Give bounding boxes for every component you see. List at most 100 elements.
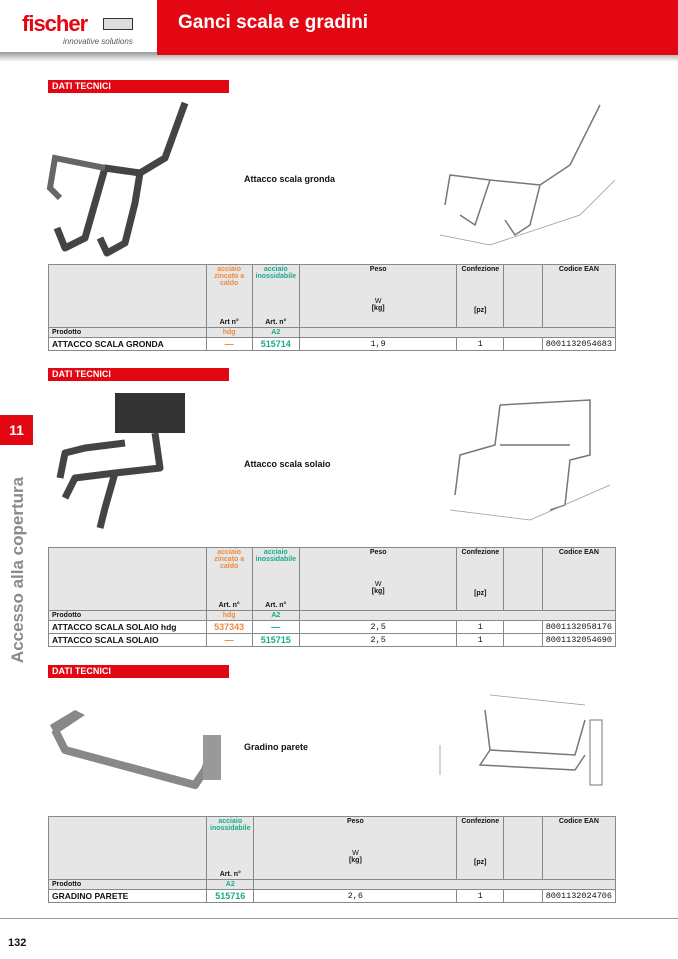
technical-drawing xyxy=(439,104,616,246)
chapter-number: 11 xyxy=(0,415,33,445)
blank-cell xyxy=(503,633,543,647)
peso-value: 2,5 xyxy=(299,620,458,634)
confezione-value: 1 xyxy=(456,337,505,351)
confezione-unit: [pz] xyxy=(474,859,487,866)
material-name: acciaio zincato a caldo xyxy=(214,549,245,570)
technical-drawing xyxy=(439,694,603,786)
peso-symbol: W xyxy=(374,581,382,588)
product-name: ATTACCO SCALA GRONDA xyxy=(48,337,207,351)
confezione-header: Confezione [pz] xyxy=(456,547,505,611)
prodotto-row-filler xyxy=(253,879,616,890)
product-name: GRADINO PARETE xyxy=(47,889,208,903)
product-image-attacco-gronda xyxy=(46,101,189,257)
blank-column xyxy=(503,264,543,328)
material-name: acciaio zincato a caldo xyxy=(214,266,245,287)
peso-label: Peso xyxy=(369,549,387,556)
ean-value: 8001132058176 xyxy=(541,620,617,634)
fish-logo-icon xyxy=(103,18,133,30)
blank-cell xyxy=(503,889,543,903)
brand-logo: fischer xyxy=(22,11,88,36)
peso-unit: [kg] xyxy=(348,857,362,864)
ean-label: Codice EAN xyxy=(558,266,599,273)
confezione-unit: [pz] xyxy=(474,307,487,314)
ean-header: Codice EAN xyxy=(541,816,617,880)
article-number: — xyxy=(251,620,301,634)
product-caption: Attacco scala solaio xyxy=(244,459,331,469)
peso-value: 1,9 xyxy=(298,337,458,351)
article-number: 537343 xyxy=(205,620,253,634)
confezione-unit: [pz] xyxy=(474,590,487,597)
ean-value: 8001132054690 xyxy=(541,633,617,647)
header-blank xyxy=(48,264,207,328)
section-label: DATI TECNICI xyxy=(48,665,229,678)
peso-symbol: W xyxy=(374,298,382,305)
ean-label: Codice EAN xyxy=(558,818,599,825)
article-number: 515714 xyxy=(251,337,300,351)
peso-label: Peso xyxy=(347,818,364,825)
material-name: acciaio inossidabile xyxy=(210,818,251,832)
header-shadow xyxy=(0,52,678,62)
confezione-header: Confezione [pz] xyxy=(456,264,505,328)
technical-drawing xyxy=(449,399,611,521)
material-name: acciaio inossidabile xyxy=(255,266,296,280)
product-name: ATTACCO SCALA SOLAIO hdg xyxy=(48,620,207,634)
peso-symbol: W xyxy=(352,850,359,857)
article-number: 515715 xyxy=(251,633,301,647)
confezione-label: Confezione xyxy=(461,549,500,556)
article-number: 515716 xyxy=(206,889,255,903)
material-name: acciaio inossidabile xyxy=(255,549,297,563)
prodotto-label: Prodotto xyxy=(48,327,207,338)
confezione-value: 1 xyxy=(456,889,505,903)
art-number-label: Art. n° xyxy=(219,871,241,878)
header-blank xyxy=(48,547,207,611)
ean-header: Codice EAN xyxy=(541,264,617,328)
chapter-title: Accesso alla copertura xyxy=(8,476,27,664)
art-number-label: Art n° xyxy=(219,319,239,326)
peso-value: 2,5 xyxy=(299,633,458,647)
ean-header: Codice EAN xyxy=(541,547,617,611)
confezione-label: Confezione xyxy=(461,266,500,273)
art-number-label: Art. n° xyxy=(265,602,287,609)
ean-label: Codice EAN xyxy=(558,549,599,556)
prodotto-label: Prodotto xyxy=(48,610,207,621)
material-code: hdg xyxy=(205,327,253,338)
page-title: Ganci scala e gradini xyxy=(178,12,369,33)
product-caption: Gradino parete xyxy=(244,742,309,752)
peso-unit: [kg] xyxy=(371,305,385,312)
ean-value: 8001132054683 xyxy=(541,337,617,351)
blank-column xyxy=(503,547,543,611)
material-code: A2 xyxy=(251,610,301,621)
section-label: DATI TECNICI xyxy=(48,368,229,381)
ean-value: 8001132024706 xyxy=(541,889,617,903)
material-code: hdg xyxy=(205,610,253,621)
confezione-label: Confezione xyxy=(461,818,500,825)
header-bar xyxy=(157,0,678,55)
blank-column xyxy=(503,816,543,880)
prodotto-row-filler xyxy=(299,610,616,621)
brand-tagline: innovative solutions xyxy=(63,37,133,46)
confezione-header: Confezione [pz] xyxy=(456,816,505,880)
blank-cell xyxy=(503,337,543,351)
header-blank xyxy=(47,816,208,880)
peso-unit: [kg] xyxy=(371,588,385,595)
art-number-label: Art. n° xyxy=(218,602,240,609)
